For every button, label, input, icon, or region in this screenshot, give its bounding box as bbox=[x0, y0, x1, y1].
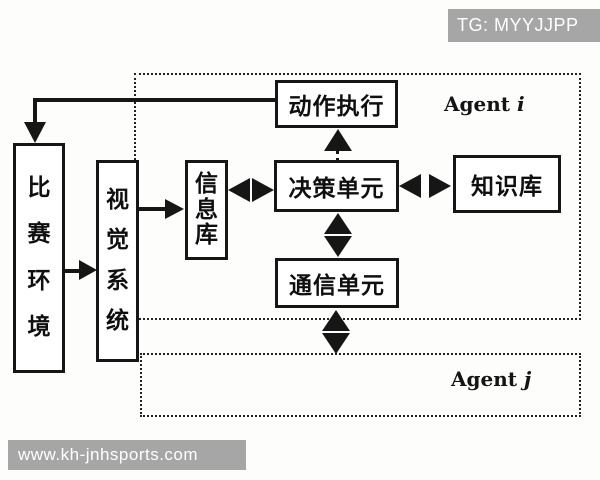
node-communication-unit: 通信单元 bbox=[275, 258, 399, 308]
node-action-execution: 动作执行 bbox=[275, 80, 398, 128]
feedback-line-vertical bbox=[33, 98, 37, 124]
arrowhead-decision-to-action bbox=[324, 129, 352, 151]
watermark-bottom-bar: www.kh-jnhsports.com bbox=[8, 440, 246, 470]
node-environment-char: 环 bbox=[27, 267, 51, 294]
node-action-label: 动作执行 bbox=[288, 94, 385, 120]
agent-j-boundary bbox=[140, 353, 581, 417]
arrowhead-decision-to-info bbox=[228, 178, 250, 202]
node-vision-system: 视 觉 系 统 bbox=[96, 160, 139, 362]
arrowhead-environment-to-vision bbox=[79, 260, 97, 280]
agent-j-name: Agent bbox=[451, 367, 518, 391]
node-info-char: 息 bbox=[195, 196, 218, 223]
agent-j-var: j bbox=[524, 367, 532, 391]
arrowhead-decision-to-comm bbox=[324, 236, 352, 257]
node-environment-char: 赛 bbox=[27, 221, 51, 248]
node-vision-char: 觉 bbox=[106, 227, 129, 254]
node-info-char: 信 bbox=[195, 171, 218, 198]
arrowhead-agentj-to-comm bbox=[322, 310, 350, 331]
node-decision-label: 决策单元 bbox=[288, 176, 385, 202]
feedback-line-horizontal bbox=[35, 98, 275, 102]
node-environment-char: 比 bbox=[27, 175, 51, 202]
line-vision-to-info bbox=[138, 207, 170, 211]
node-environment-char: 境 bbox=[27, 313, 51, 340]
node-knowledge-base: 知识库 bbox=[453, 155, 561, 213]
arrowhead-vision-to-info bbox=[165, 199, 184, 219]
node-competition-environment: 比 赛 环 境 bbox=[13, 143, 65, 373]
watermark-top-text: TG: MYYJJPP bbox=[457, 15, 579, 35]
node-information-base: 信 息 库 bbox=[185, 160, 228, 260]
watermark-bottom-text: www.kh-jnhsports.com bbox=[18, 445, 199, 464]
arrowhead-info-to-decision bbox=[252, 178, 274, 202]
node-vision-char: 统 bbox=[106, 308, 129, 335]
node-knowledge-label: 知识库 bbox=[471, 174, 543, 200]
node-info-char: 库 bbox=[195, 221, 218, 248]
watermark-top-bar: TG: MYYJJPP bbox=[448, 9, 600, 42]
node-comm-label: 通信单元 bbox=[289, 273, 385, 299]
agent-i-name: Agent bbox=[444, 92, 511, 116]
arrowhead-comm-to-agentj bbox=[322, 333, 350, 354]
line-environment-to-vision bbox=[64, 269, 84, 273]
arrowhead-comm-to-decision bbox=[324, 213, 352, 234]
arrowhead-decision-to-knowledge bbox=[429, 174, 451, 198]
agent-i-var: i bbox=[517, 92, 525, 116]
node-decision-unit: 决策单元 bbox=[274, 160, 399, 212]
stem-decision-to-action bbox=[336, 151, 339, 161]
arrowhead-knowledge-to-decision bbox=[399, 174, 421, 198]
arrowhead-action-to-environment bbox=[24, 122, 46, 143]
node-vision-char: 视 bbox=[106, 186, 129, 213]
node-vision-char: 系 bbox=[106, 267, 129, 294]
